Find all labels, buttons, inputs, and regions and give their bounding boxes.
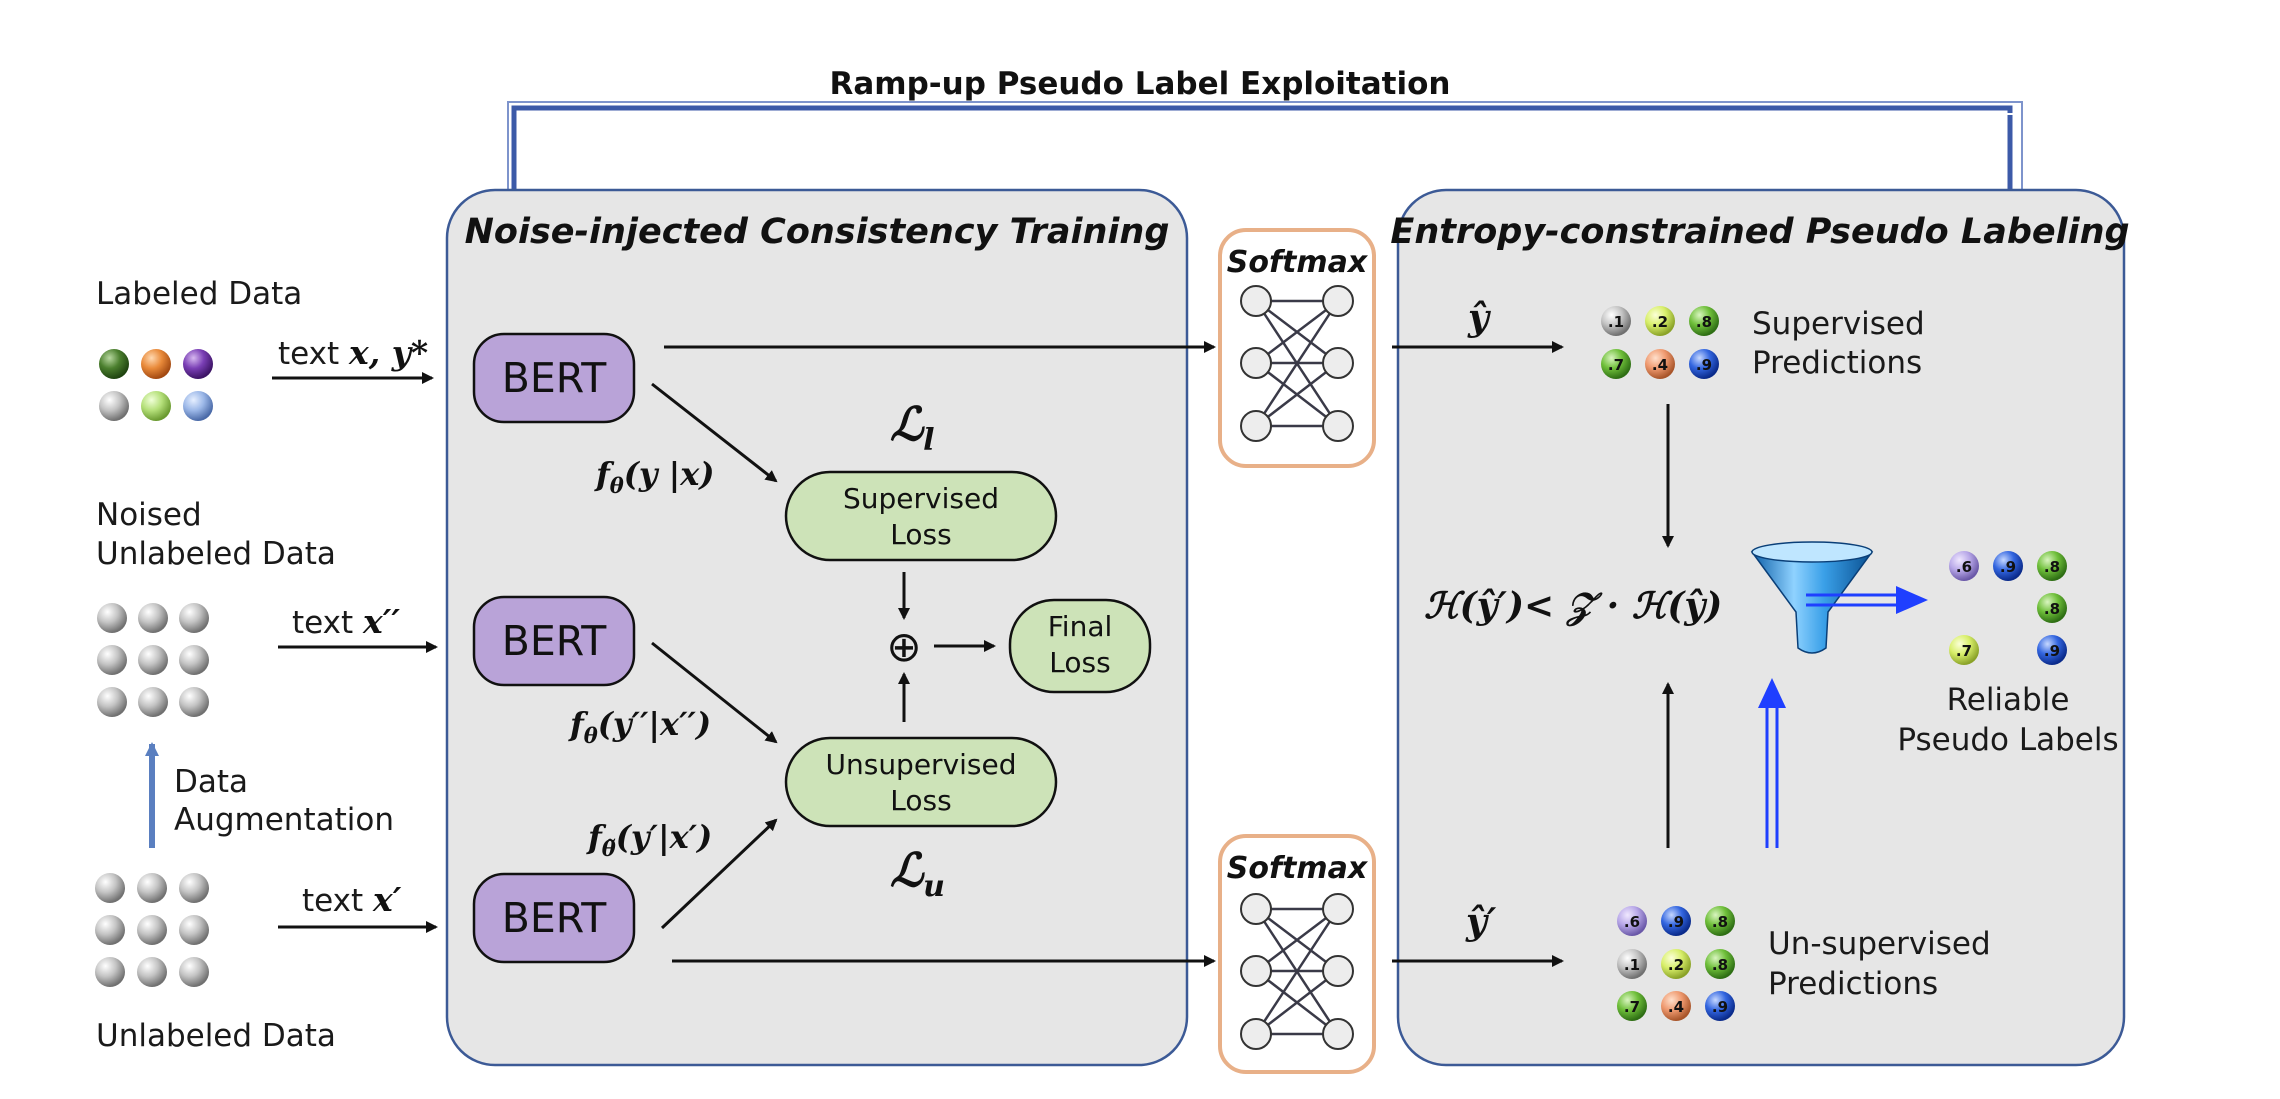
- unlabeled-data-label: Unlabeled Data: [96, 1018, 336, 1054]
- funnel-output-arrow: [1806, 586, 1928, 614]
- svg-text:Softmax: Softmax: [1227, 851, 1369, 886]
- supervised-prediction-balls: .1 .2 .8 .7 .4 .9: [1601, 306, 1719, 379]
- reliable-label-1: Reliable: [1947, 682, 2070, 718]
- svg-text:.8: .8: [1712, 913, 1728, 931]
- noised-data-label-2: Unlabeled Data: [96, 536, 336, 572]
- svg-text:.4: .4: [1668, 998, 1684, 1016]
- svg-text:BERT: BERT: [502, 617, 608, 665]
- consistency-training-panel: [445, 188, 1189, 1067]
- svg-text:Loss: Loss: [1049, 646, 1110, 679]
- unsupervised-predictions-label-2: Predictions: [1768, 966, 1938, 1002]
- supervised-predictions-label-1: Supervised: [1752, 306, 1925, 342]
- svg-text:.8: .8: [1696, 313, 1712, 331]
- supervised-predictions-label-2: Predictions: [1752, 345, 1922, 381]
- svg-text:.9: .9: [1668, 913, 1684, 931]
- funnel-input-arrow: [1758, 678, 1786, 848]
- svg-text:.4: .4: [1652, 356, 1668, 374]
- f-theta-tilde-unlabeled: fθ̃(y′|x′): [586, 818, 712, 861]
- svg-text:.2: .2: [1652, 313, 1668, 331]
- bert3-to-unsup-loss-arrow: [660, 818, 778, 930]
- reliable-pseudo-label-balls: .6 .9 .8 .8 .7 .9: [1949, 551, 2067, 665]
- bert1-to-sup-loss-arrow: [651, 382, 778, 483]
- loss-u-symbol: ℒu: [890, 843, 945, 904]
- svg-text:.8: .8: [1712, 956, 1728, 974]
- svg-text:.9: .9: [1712, 998, 1728, 1016]
- noised-data-balls: [97, 603, 209, 717]
- noised-data-label-1: Noised: [96, 497, 202, 533]
- svg-text:Supervised: Supervised: [843, 482, 999, 515]
- unlabeled-input-text: text x′: [302, 880, 402, 919]
- unlabeled-data-balls: [95, 873, 209, 987]
- f-theta-labeled: fθ(y |x): [594, 455, 715, 498]
- labeled-data-label: Labeled Data: [96, 276, 302, 312]
- bert-block-unlabeled: BERT: [472, 872, 636, 964]
- reliable-label-2: Pseudo Labels: [1897, 722, 2118, 758]
- svg-text:.8: .8: [2044, 558, 2060, 576]
- svg-text:.9: .9: [2000, 558, 2016, 576]
- svg-text:BERT: BERT: [502, 894, 608, 942]
- unsupervised-loss-block: Unsupervised Loss: [784, 736, 1058, 828]
- unsupervised-prediction-balls: .6 .9 .8 .1 .2 .8 .7 .4 .9: [1617, 906, 1735, 1021]
- bert-block-noised: BERT: [472, 595, 636, 687]
- svg-text:Final: Final: [1048, 610, 1113, 643]
- pseudo-labeling-panel: [1396, 188, 2126, 1067]
- svg-text:.2: .2: [1668, 956, 1684, 974]
- noised-input-text: text x′′: [292, 602, 400, 641]
- svg-text:.7: .7: [1956, 642, 1972, 660]
- svg-text:.6: .6: [1956, 558, 1972, 576]
- y-hat-prime-label: ŷ′: [1465, 901, 1497, 943]
- ramp-up-title: Ramp-up Pseudo Label Exploitation: [830, 66, 1451, 102]
- f-theta-noised: fθ(y′′|x′′): [568, 705, 711, 748]
- svg-text:Unsupervised: Unsupervised: [825, 748, 1016, 781]
- consistency-panel-title: Noise-injected Consistency Training: [465, 212, 1170, 252]
- svg-text:.9: .9: [2044, 642, 2060, 660]
- svg-text:.9: .9: [1696, 356, 1712, 374]
- labeled-input-text: text x, y*: [278, 333, 428, 372]
- pseudo-panel-title: Entropy-constrained Pseudo Labeling: [1390, 212, 2129, 252]
- softmax-top: Softmax: [1218, 228, 1376, 468]
- svg-text:.7: .7: [1608, 356, 1624, 374]
- softmax-bottom: Softmax: [1218, 834, 1376, 1074]
- svg-text:.8: .8: [2044, 600, 2060, 618]
- svg-text:Loss: Loss: [890, 518, 951, 551]
- sum-operator: ⊕: [886, 622, 921, 671]
- bert2-to-unsup-loss-arrow: [651, 641, 778, 744]
- svg-text:Loss: Loss: [890, 784, 951, 817]
- bert-block-labeled: BERT: [472, 332, 636, 424]
- supervised-loss-block: Supervised Loss: [784, 470, 1058, 562]
- svg-text:.1: .1: [1608, 313, 1624, 331]
- svg-text:.7: .7: [1624, 998, 1640, 1016]
- svg-text:.6: .6: [1624, 913, 1640, 931]
- unsupervised-predictions-label-1: Un-supervised: [1768, 926, 1991, 962]
- augmentation-label-2: Augmentation: [174, 802, 394, 838]
- entropy-constraint: ℋ(ŷ′)< 𝒵 · ℋ(ŷ): [1424, 585, 1722, 627]
- svg-text:.1: .1: [1624, 956, 1640, 974]
- svg-text:BERT: BERT: [502, 354, 608, 402]
- augmentation-label-1: Data: [174, 764, 248, 800]
- svg-text:Softmax: Softmax: [1227, 245, 1369, 280]
- funnel-icon: [1750, 541, 1874, 654]
- labeled-data-balls: [99, 349, 213, 421]
- final-loss-block: Final Loss: [1008, 598, 1152, 694]
- loss-l-symbol: ℒl: [890, 397, 935, 458]
- y-hat-label: ŷ: [1467, 297, 1491, 339]
